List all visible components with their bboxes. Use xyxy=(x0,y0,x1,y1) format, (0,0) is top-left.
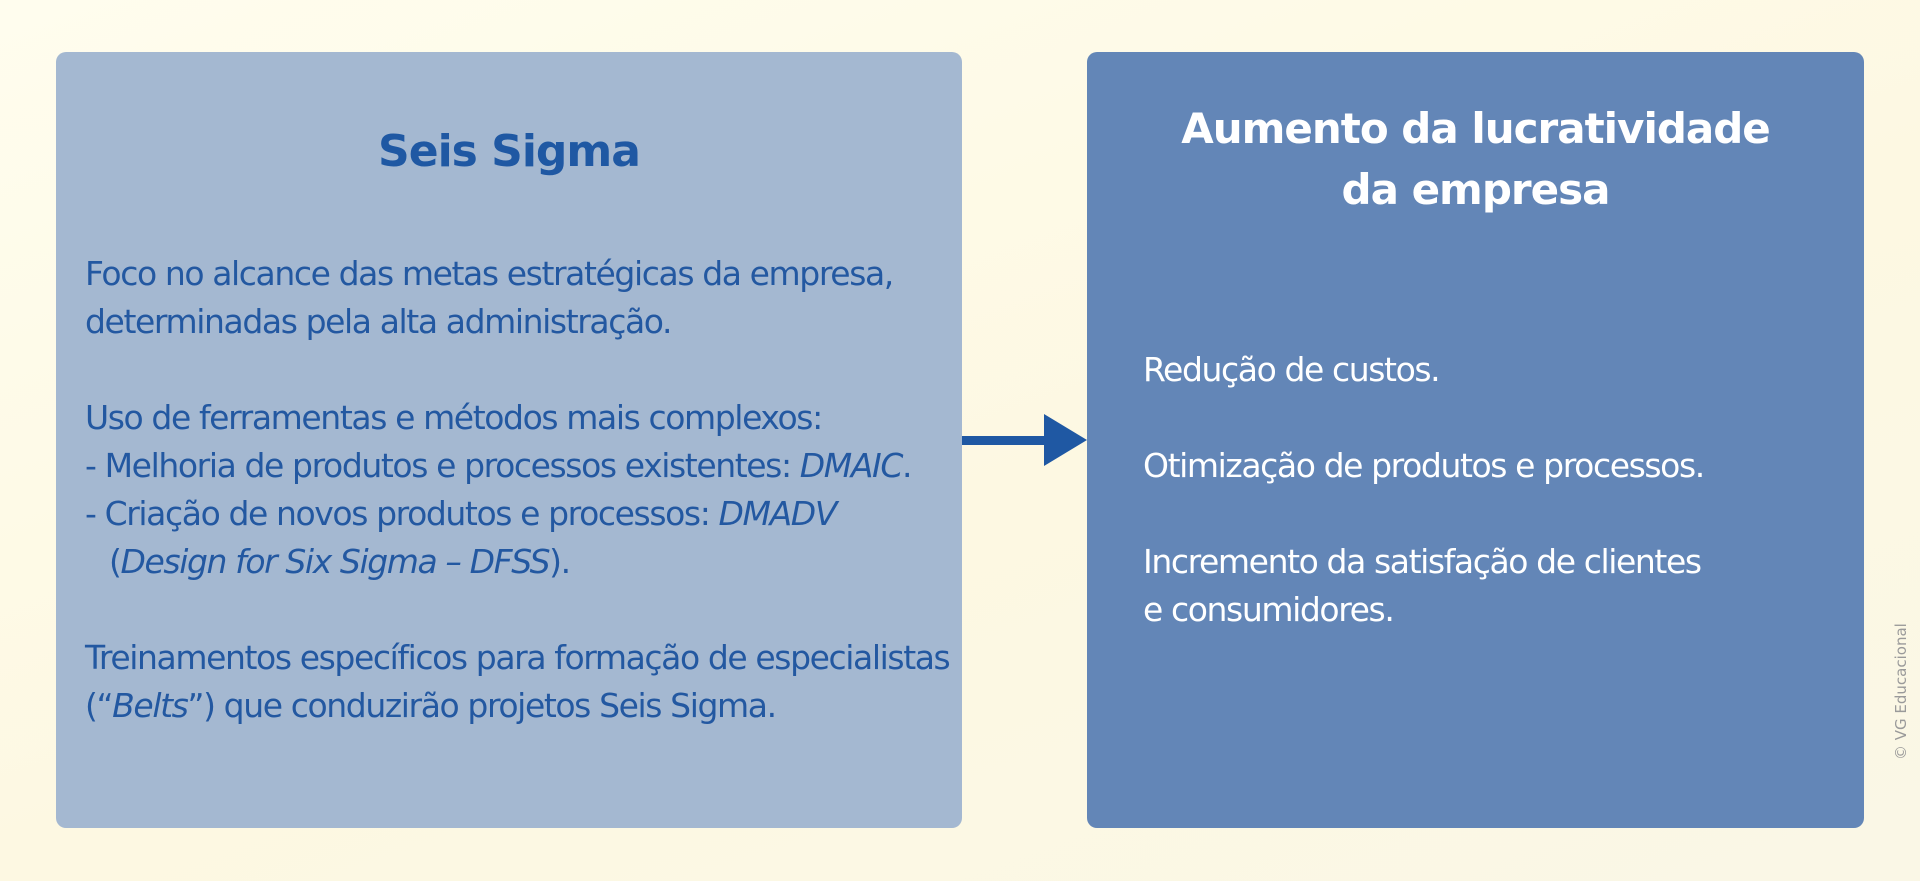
belts-term: Belts xyxy=(112,686,189,725)
tools-line-3: - Criação de novos produtos e processos:… xyxy=(85,490,965,538)
tools-line-4: (Design for Six Sigma – DFSS). xyxy=(85,538,965,586)
dfss-term: Design for Six Sigma – DFSS xyxy=(120,542,550,581)
tools-line-2: - Melhoria de produtos e processos exist… xyxy=(85,442,965,490)
lucratividade-item-optimization: Otimização de produtos e processos. xyxy=(1143,442,1843,490)
dmadv-term: DMADV xyxy=(718,494,838,533)
seis-sigma-box xyxy=(56,52,962,828)
lucratividade-box xyxy=(1087,52,1864,828)
tools-line-4-open: ( xyxy=(109,542,122,581)
item-satisfaction-line-1: Incremento da satisfação de clientes xyxy=(1143,542,1702,581)
tools-line-1: Uso de ferramentas e métodos mais comple… xyxy=(85,398,823,437)
lucratividade-title: Aumento da lucratividade da empresa xyxy=(1087,98,1864,220)
lucratividade-title-line-2: da empresa xyxy=(1341,165,1611,214)
lucratividade-item-costs: Redução de custos. xyxy=(1143,346,1843,394)
item-costs-text: Redução de custos. xyxy=(1143,350,1441,389)
item-satisfaction-line-2: e consumidores. xyxy=(1143,590,1395,629)
tools-line-2-end: . xyxy=(902,446,913,485)
copyright-credit: © VG Educacional xyxy=(1892,623,1910,760)
seis-sigma-paragraph-training: Treinamentos específicos para formação d… xyxy=(85,634,965,730)
training-line-2: (“Belts”) que conduzirão projetos Seis S… xyxy=(85,682,965,730)
tools-line-4-close: ). xyxy=(549,542,571,581)
lucratividade-title-line-1: Aumento da lucratividade xyxy=(1181,104,1771,153)
training-line-1: Treinamentos específicos para formação d… xyxy=(85,638,951,677)
goals-line-2: determinadas pela alta administração. xyxy=(85,302,673,341)
seis-sigma-title: Seis Sigma xyxy=(378,126,641,177)
right-arrow-icon xyxy=(962,414,1087,466)
training-line-2-open: (“ xyxy=(85,686,114,725)
tools-line-3-text: - Criação de novos produtos e processos: xyxy=(85,494,719,533)
dmaic-term: DMAIC xyxy=(799,446,904,485)
lucratividade-item-satisfaction: Incremento da satisfação de clientes e c… xyxy=(1143,538,1843,634)
seis-sigma-paragraph-tools: Uso de ferramentas e métodos mais comple… xyxy=(85,394,965,586)
training-line-2-text: ”) que conduzirão projetos Seis Sigma. xyxy=(187,686,777,725)
goals-line-1: Foco no alcance das metas estratégicas d… xyxy=(85,254,894,293)
seis-sigma-paragraph-goals: Foco no alcance das metas estratégicas d… xyxy=(85,250,965,346)
item-optimization-text: Otimização de produtos e processos. xyxy=(1143,446,1705,485)
tools-line-2-text: - Melhoria de produtos e processos exist… xyxy=(85,446,800,485)
